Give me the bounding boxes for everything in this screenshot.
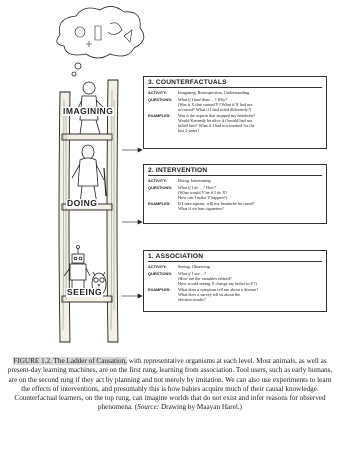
example-line: If I take aspirin, will my headache be c… bbox=[178, 201, 255, 206]
activity-label: ACTIVITY: bbox=[148, 178, 167, 183]
thought-bubble bbox=[56, 6, 145, 77]
connector-arrows bbox=[122, 147, 143, 299]
intervention-box: 2. INTERVENTION ACTIVITY: Doing, Interve… bbox=[143, 164, 327, 224]
activity-label: ACTIVITY: bbox=[148, 90, 167, 95]
examples-value: Was it the aspirin that stopped my heada… bbox=[178, 113, 322, 133]
examples-value: If I take aspirin, will my headache be c… bbox=[178, 201, 322, 211]
question-line: (What would Y be if I do X? bbox=[178, 189, 228, 195]
question-line: What if I had done ...? Why? bbox=[178, 96, 228, 102]
example-line: What if we ban cigarettes? bbox=[178, 206, 224, 211]
question-line: What if I do ...? How? bbox=[178, 184, 217, 190]
caption-lead: FIGURE 1.2. The Ladder of Causation, bbox=[13, 357, 127, 366]
questions-value: What if I had done ...? Why? (Was it X t… bbox=[178, 97, 322, 112]
box-title: 1. ASSOCIATION bbox=[148, 253, 322, 262]
box-title: 2. INTERVENTION bbox=[148, 167, 322, 176]
caption-body: with representative organisms at each le… bbox=[7, 357, 333, 412]
rung-label-imagining: IMAGINING bbox=[62, 106, 115, 116]
examples-row: EXAMPLES: Was it the aspirin that stoppe… bbox=[148, 113, 322, 133]
question-line: occurred? What if I had acted differentl… bbox=[178, 106, 252, 112]
questions-row: QUESTIONS: What if I do ...? How? (What … bbox=[148, 185, 322, 200]
example-line: election results? bbox=[178, 297, 206, 302]
early-human-figure bbox=[71, 144, 107, 205]
ladder-rails bbox=[58, 79, 119, 343]
caption-source-label: Source: bbox=[137, 403, 160, 412]
questions-value: What if I see ...? (How are the variable… bbox=[178, 271, 322, 286]
questions-row: QUESTIONS: What if I had done ...? Why? … bbox=[148, 97, 322, 112]
example-line: What does a symptom tell me about a dise… bbox=[178, 287, 259, 292]
activity-row: ACTIVITY: Doing, Intervening bbox=[148, 178, 322, 183]
robot-figure bbox=[63, 245, 91, 296]
rung-label-seeing: SEEING bbox=[66, 287, 104, 297]
ladder-drawing bbox=[56, 6, 145, 343]
example-line: killed him? What if I had not smoked for… bbox=[178, 123, 255, 128]
questions-row: QUESTIONS: What if I see ...? (How are t… bbox=[148, 271, 322, 286]
examples-value: What does a symptom tell me about a dise… bbox=[178, 287, 322, 302]
activity-value: Doing, Intervening bbox=[178, 178, 211, 183]
example-line: What does a survey tell us about the bbox=[178, 292, 241, 297]
counterfactuals-box: 3. COUNTERFACTUALS ACTIVITY: Imagining, … bbox=[143, 76, 327, 149]
caption-source-text: Drawing by Maayan Harel.) bbox=[159, 403, 243, 412]
examples-label: EXAMPLES: bbox=[148, 201, 171, 206]
activity-value: Imagining, Retrospection, Understanding bbox=[178, 90, 250, 95]
examples-row: EXAMPLES: If I take aspirin, will my hea… bbox=[148, 201, 322, 211]
box-title: 3. COUNTERFACTUALS bbox=[148, 79, 322, 88]
question-line: (Was it X that caused Y? What if X had n… bbox=[178, 101, 253, 107]
question-line: How can I make Y happen?) bbox=[178, 194, 227, 200]
association-box: 1. ASSOCIATION ACTIVITY: Seeing, Observi… bbox=[143, 250, 327, 312]
questions-label: QUESTIONS: bbox=[148, 96, 173, 102]
examples-row: EXAMPLES: What does a symptom tell me ab… bbox=[148, 287, 322, 302]
activity-row: ACTIVITY: Seeing, Observing bbox=[148, 264, 322, 269]
thought-doodles bbox=[74, 22, 133, 47]
examples-label: EXAMPLES: bbox=[148, 287, 171, 292]
examples-label: EXAMPLES: bbox=[148, 113, 171, 118]
questions-value: What if I do ...? How? (What would Y be … bbox=[178, 185, 322, 200]
activity-row: ACTIVITY: Imagining, Retrospection, Unde… bbox=[148, 90, 322, 95]
question-line: What if I see ...? bbox=[178, 270, 207, 276]
example-line: Would Kennedy be alive if Oswald had not bbox=[178, 118, 253, 123]
ladder-of-causation-figure: IMAGINING DOING SEEING 3. COUNTERFACTUAL… bbox=[56, 6, 327, 343]
rung-label-doing: DOING bbox=[66, 198, 99, 208]
question-line: How would seeing X change my belief in Y… bbox=[178, 280, 257, 286]
activity-value: Seeing, Observing bbox=[178, 264, 210, 269]
question-line: (How are the variables related? bbox=[178, 275, 232, 281]
questions-label: QUESTIONS: bbox=[148, 270, 173, 276]
example-line: last 2 years? bbox=[178, 128, 200, 133]
example-line: Was it the aspirin that stopped my heada… bbox=[178, 113, 256, 118]
activity-label: ACTIVITY: bbox=[148, 264, 167, 269]
figure-caption: FIGURE 1.2. The Ladder of Causation, wit… bbox=[6, 357, 334, 412]
questions-label: QUESTIONS: bbox=[148, 184, 173, 190]
